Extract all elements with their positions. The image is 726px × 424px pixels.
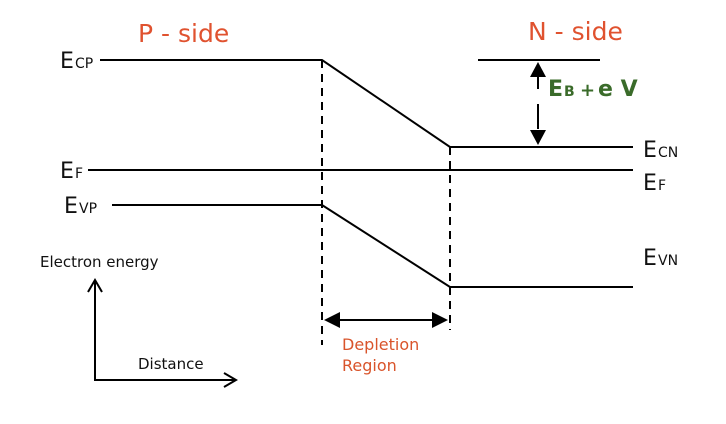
depletion-arrow-left-icon [324,312,340,328]
barrier-height-label: E B + e V [548,77,638,102]
evn-label: E VN [643,246,678,271]
ef-left-label: E F [60,159,83,184]
depletion-arrow-right-icon [432,312,448,328]
depletion-label-line1: Depletion [342,335,419,354]
barrier-e-label: E [548,77,563,102]
ecn-label-main: E [643,138,657,163]
ef-right-label-sub: F [658,178,666,194]
electron-energy-label: Electron energy [40,253,159,271]
barrier-plus-label: + [580,80,595,101]
ecp-label: E CP [60,49,93,74]
ef-right-label: E F [643,171,666,196]
p-side-label: P - side [138,19,229,48]
depletion-label-line2: Region [342,356,397,375]
n-side-label: N - side [528,17,623,46]
evn-label-sub: VN [658,253,678,269]
barrier-b-label: B [564,84,575,100]
valence-band-line [112,204,633,288]
distance-label: Distance [138,355,204,373]
barrier-arrow-down-icon [530,130,546,145]
energy-axis-arrow-icon [87,278,103,293]
evp-label-main: E [64,194,78,219]
ef-left-label-main: E [60,159,74,184]
ecn-label-sub: CN [658,145,678,161]
barrier-arrow-up-icon [530,62,546,77]
evn-label-main: E [643,246,657,271]
evp-label-sub: VP [79,201,97,217]
barrier-ev-label: e V [598,77,638,102]
evp-label: E VP [64,194,97,219]
distance-axis-arrow-icon [223,372,238,388]
ef-left-label-sub: F [75,166,83,182]
conduction-band-line [100,59,633,148]
ecp-label-main: E [60,49,74,74]
ef-right-label-main: E [643,171,657,196]
ecn-label: E CN [643,138,678,163]
ecp-label-sub: CP [75,56,93,72]
